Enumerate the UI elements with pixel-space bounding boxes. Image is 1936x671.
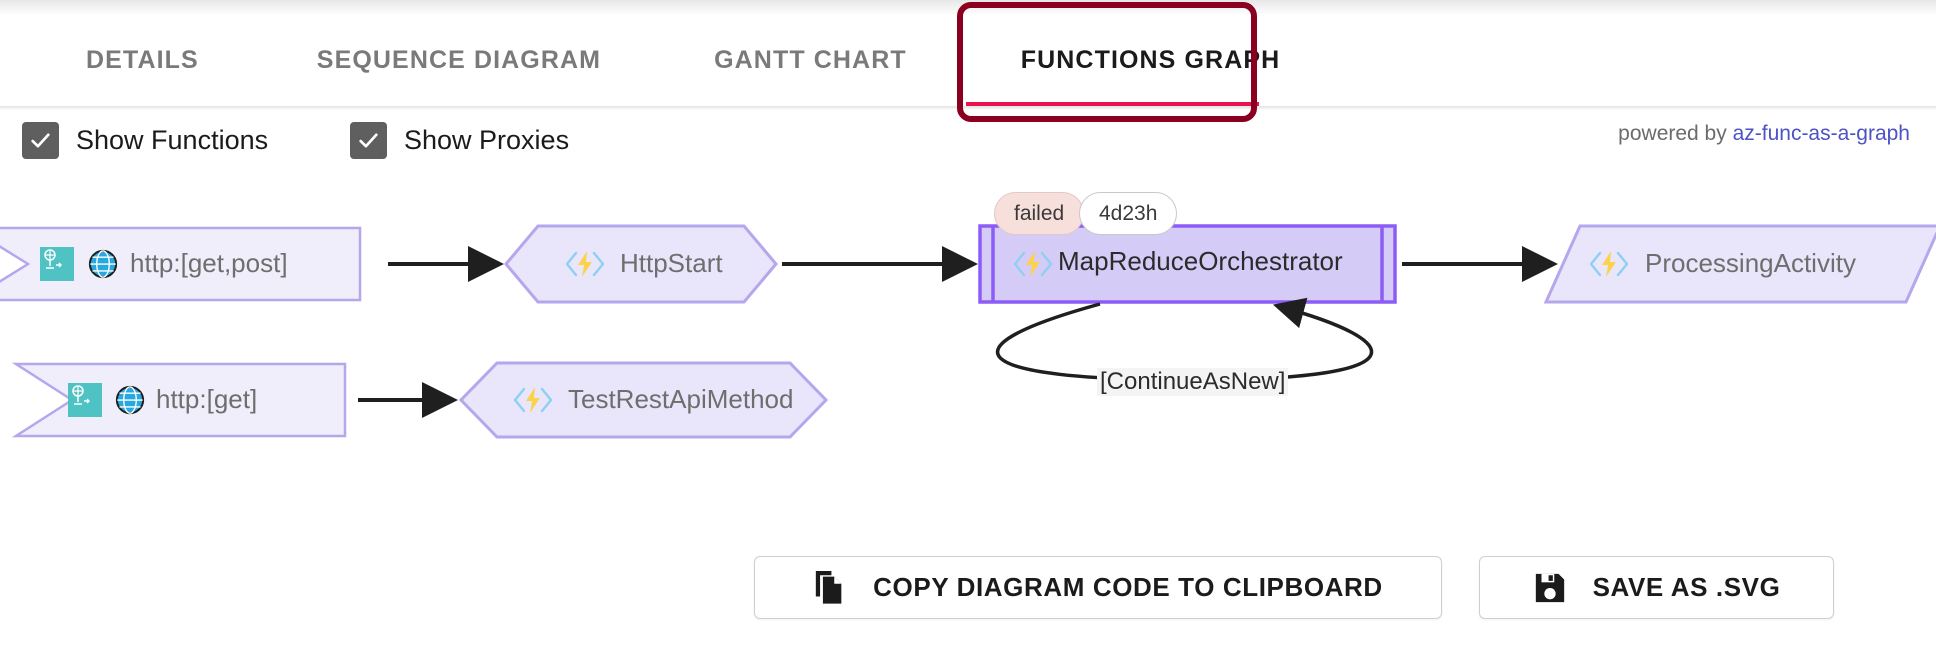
node-proxy-http-get-post-label: http:[get,post] xyxy=(130,248,288,278)
proxy-route-icon xyxy=(68,383,102,417)
tab-details-label: DETAILS xyxy=(86,45,199,74)
tab-bar-divider xyxy=(0,106,1936,110)
powered-by-prefix: powered by xyxy=(1618,122,1733,145)
show-functions-label: Show Functions xyxy=(76,125,269,155)
function-lightning-icon xyxy=(510,385,553,415)
node-proxy-http-get-shape xyxy=(11,362,347,438)
show-proxies-label: Show Proxies xyxy=(404,125,570,155)
node-mapreduceorchestrator-shape xyxy=(978,224,1397,304)
node-testrestapimethod-shape xyxy=(458,361,829,439)
node-httpstart-label: HttpStart xyxy=(620,248,723,278)
active-tab-underline xyxy=(966,102,1259,109)
status-badge-failed: failed xyxy=(994,192,1085,235)
function-lightning-icon xyxy=(1586,249,1629,279)
show-functions-checkbox[interactable]: Show Functions xyxy=(22,122,268,159)
graph-svg xyxy=(0,224,1936,439)
node-httpstart-shape xyxy=(504,224,778,304)
node-proxy-http-get-post-shape xyxy=(0,226,362,302)
function-lightning-icon xyxy=(562,249,605,279)
copy-diagram-code-button[interactable]: COPY DIAGRAM CODE TO CLIPBOARD xyxy=(754,556,1442,619)
tab-bar: DETAILS SEQUENCE DIAGRAM GANTT CHART FUN… xyxy=(0,14,1936,106)
copy-diagram-code-label: COPY DIAGRAM CODE TO CLIPBOARD xyxy=(873,572,1383,602)
globe-icon xyxy=(88,249,118,279)
functions-graph-canvas: http:[get,post] HttpStart MapReduceOrche… xyxy=(0,180,1936,510)
tab-sequence-diagram-label: SEQUENCE DIAGRAM xyxy=(316,45,602,74)
show-proxies-checkbox[interactable]: Show Proxies xyxy=(350,122,569,159)
node-proxy-http-get-label: http:[get] xyxy=(156,384,258,414)
globe-icon xyxy=(115,385,145,415)
edge-label-continue-as-new: [ContinueAsNew] xyxy=(1097,368,1289,396)
tab-sequence-diagram[interactable]: SEQUENCE DIAGRAM xyxy=(289,14,629,106)
top-shadow xyxy=(0,0,1936,16)
node-processingactivity-label: ProcessingActivity xyxy=(1645,248,1856,278)
tab-functions-graph[interactable]: FUNCTIONS GRAPH xyxy=(993,14,1309,106)
save-as-svg-button[interactable]: SAVE AS .SVG xyxy=(1479,556,1834,619)
tab-details[interactable]: DETAILS xyxy=(58,14,227,106)
powered-by-credit: powered by az-func-as-a-graph xyxy=(1618,122,1910,146)
node-mapreduceorchestrator-label: MapReduceOrchestrator xyxy=(1058,246,1343,276)
checkmark-icon xyxy=(350,122,387,159)
tab-gantt-chart-label: GANTT CHART xyxy=(714,45,907,74)
az-func-as-a-graph-link[interactable]: az-func-as-a-graph xyxy=(1732,122,1910,145)
node-testrestapimethod-label: TestRestApiMethod xyxy=(568,384,794,414)
checkmark-icon xyxy=(22,122,59,159)
function-lightning-icon xyxy=(1010,249,1053,279)
copy-icon xyxy=(813,569,847,607)
save-as-svg-label: SAVE AS .SVG xyxy=(1592,572,1781,602)
proxy-route-icon xyxy=(40,247,74,281)
tab-gantt-chart[interactable]: GANTT CHART xyxy=(686,14,935,106)
duration-badge: 4d23h xyxy=(1079,192,1178,235)
graph-options-row: Show Functions Show Proxies xyxy=(0,110,1936,180)
tab-functions-graph-label: FUNCTIONS GRAPH xyxy=(1020,45,1281,74)
floppy-disk-icon xyxy=(1533,571,1567,605)
